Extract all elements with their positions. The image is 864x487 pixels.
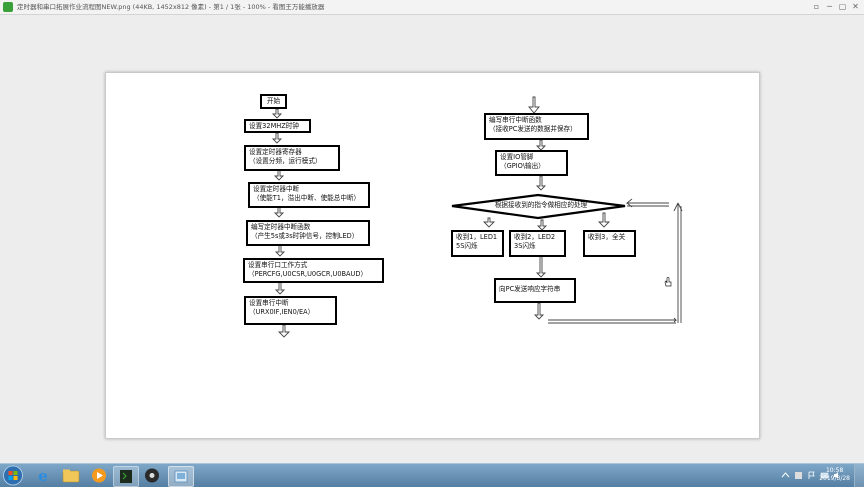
flow-box-case-2: 收到2，LED2 3S闪烁 bbox=[509, 230, 566, 257]
flow-box-timer-interrupt-detail: （使能T1，溢出中断、使能总中断） bbox=[253, 194, 361, 202]
windows-taskbar: e 10:58 2019/3/28 bbox=[0, 463, 864, 487]
flow-box-clock-text: 设置32MHZ时钟 bbox=[249, 122, 299, 130]
flow-box-send-response: 向PC发送响应字符串 bbox=[494, 278, 576, 303]
clock-date: 2019/3/28 bbox=[819, 475, 850, 482]
window-title-bar[interactable]: 定时器和串口拓展作业流程图NEW.png (44KB, 1452x812 像素)… bbox=[0, 0, 864, 15]
arrow-left-2 bbox=[271, 132, 283, 144]
flow-box-case-2-title: 收到2，LED2 bbox=[514, 233, 556, 241]
decision-diamond bbox=[451, 193, 626, 220]
arrow-right-2 bbox=[535, 139, 547, 151]
flow-box-timer-isr-detail: （产生5s或3s时钟信号，控制LED） bbox=[251, 232, 359, 240]
arrow-left-6 bbox=[274, 281, 286, 295]
flow-box-timer-isr-title: 编写定时器中断函数 bbox=[251, 223, 311, 231]
flow-box-io-pins-title: 设置IO管脚 bbox=[500, 153, 534, 161]
flow-box-case-3-title: 收到3，全关 bbox=[588, 233, 626, 241]
maximize-button[interactable]: ▢ bbox=[838, 2, 847, 11]
arrow-left-4 bbox=[273, 206, 285, 218]
arrow-left-1 bbox=[271, 108, 283, 119]
flowchart-connectors bbox=[271, 96, 683, 338]
system-tray bbox=[779, 466, 844, 485]
arrow-branch-1 bbox=[482, 217, 496, 228]
flow-start-box: 开始 bbox=[260, 94, 287, 109]
svg-text:e: e bbox=[38, 467, 48, 485]
flow-box-uart-mode: 设置串行口工作方式 （PERCFG,U0CSR,U0GCR,U0BAUD） bbox=[243, 258, 384, 283]
flow-box-case-2-detail: 3S闪烁 bbox=[514, 242, 536, 250]
arrow-after-response bbox=[533, 302, 545, 320]
arrow-branch-3 bbox=[597, 212, 611, 228]
tray-up-arrow-icon[interactable] bbox=[781, 471, 790, 480]
arrow-left-3 bbox=[273, 169, 285, 181]
flow-box-uart-isr: 编写串行中断函数 （接收PC发送的数据并保存） bbox=[484, 113, 589, 140]
flow-box-case-1-title: 收到1，LED1 bbox=[456, 233, 498, 241]
hand-cursor-icon bbox=[664, 277, 672, 287]
terminal-app-icon[interactable] bbox=[113, 466, 139, 487]
flow-box-uart-isr-title: 编写串行中断函数 bbox=[489, 116, 542, 124]
flow-box-timer-interrupt-title: 设置定时器中断 bbox=[253, 185, 300, 193]
arrow-left-end bbox=[277, 324, 291, 338]
flow-box-timer-isr: 编写定时器中断函数 （产生5s或3s时钟信号，控制LED） bbox=[246, 220, 370, 246]
flow-box-timer-register-title: 设置定时器寄存器 bbox=[249, 148, 302, 156]
start-button-icon[interactable] bbox=[2, 465, 24, 486]
tray-network-icon[interactable] bbox=[820, 471, 829, 480]
flow-box-timer-interrupt: 设置定时器中断 （使能T1，溢出中断、使能总中断） bbox=[248, 182, 370, 208]
flow-box-io-pins: 设置IO管脚 （GPIO\输出） bbox=[495, 150, 568, 176]
flow-box-case-1-detail: 5S闪烁 bbox=[456, 242, 478, 250]
flow-box-uart-mode-title: 设置串行口工作方式 bbox=[248, 261, 308, 269]
flow-box-uart-interrupt-detail: （URX0IF,IEN0/EA） bbox=[249, 308, 315, 316]
flow-box-io-pins-detail: （GPIO\输出） bbox=[500, 162, 545, 170]
app-icon bbox=[3, 2, 13, 12]
image-canvas: 开始 设置32MHZ时钟 设置定时器寄存器 （设置分频，运行模式） 设置定时器中… bbox=[105, 72, 760, 439]
decision-diamond-label: 根据接收到的指令做相应的处理 bbox=[494, 201, 588, 209]
ie-browser-icon[interactable]: e bbox=[31, 466, 55, 485]
flow-box-uart-isr-detail: （接收PC发送的数据并保存） bbox=[489, 125, 577, 133]
tray-volume-icon[interactable] bbox=[833, 471, 842, 480]
arrow-branch-2 bbox=[536, 219, 548, 231]
restore-tile-button[interactable]: ▫ bbox=[813, 2, 820, 11]
file-explorer-icon[interactable] bbox=[59, 466, 83, 485]
taskbar-clock[interactable]: 10:58 2019/3/28 bbox=[819, 467, 850, 483]
tray-app-icon[interactable] bbox=[794, 471, 803, 480]
arrow-left-5 bbox=[274, 244, 286, 257]
arrow-right-top bbox=[528, 96, 540, 114]
media-player-icon[interactable] bbox=[87, 466, 111, 485]
window-controls: ▫ ─ ▢ ✕ bbox=[810, 1, 862, 13]
tray-flag-icon[interactable] bbox=[807, 471, 816, 480]
close-button[interactable]: ✕ bbox=[852, 2, 859, 11]
flow-box-uart-interrupt-title: 设置串行中断 bbox=[249, 299, 289, 307]
flow-box-uart-interrupt: 设置串行中断 （URX0IF,IEN0/EA） bbox=[244, 296, 337, 325]
image-viewer-area[interactable]: 开始 设置32MHZ时钟 设置定时器寄存器 （设置分频，运行模式） 设置定时器中… bbox=[0, 15, 864, 463]
flow-box-uart-mode-detail: （PERCFG,U0CSR,U0GCR,U0BAUD） bbox=[248, 270, 368, 278]
image-viewer-task-icon[interactable] bbox=[168, 466, 194, 487]
flow-start-text: 开始 bbox=[266, 97, 281, 105]
flow-box-case-3: 收到3，全关 bbox=[583, 230, 636, 257]
flow-box-case-1: 收到1，LED1 5S闪烁 bbox=[451, 230, 504, 257]
flow-box-clock: 设置32MHZ时钟 bbox=[244, 119, 311, 133]
loop-back-path bbox=[548, 198, 683, 324]
window-title: 定时器和串口拓展作业流程图NEW.png (44KB, 1452x812 像素)… bbox=[17, 3, 325, 11]
arrow-right-3 bbox=[535, 175, 547, 191]
obs-recorder-icon[interactable] bbox=[140, 466, 164, 485]
flow-box-send-response-text: 向PC发送响应字符串 bbox=[499, 285, 561, 293]
flow-box-timer-register-detail: （设置分频，运行模式） bbox=[249, 157, 322, 165]
flow-box-timer-register: 设置定时器寄存器 （设置分频，运行模式） bbox=[244, 145, 340, 171]
minimize-button[interactable]: ─ bbox=[827, 2, 832, 11]
show-desktop-button[interactable] bbox=[854, 464, 864, 487]
clock-time: 10:58 bbox=[825, 467, 844, 474]
arrow-to-response bbox=[535, 255, 547, 278]
